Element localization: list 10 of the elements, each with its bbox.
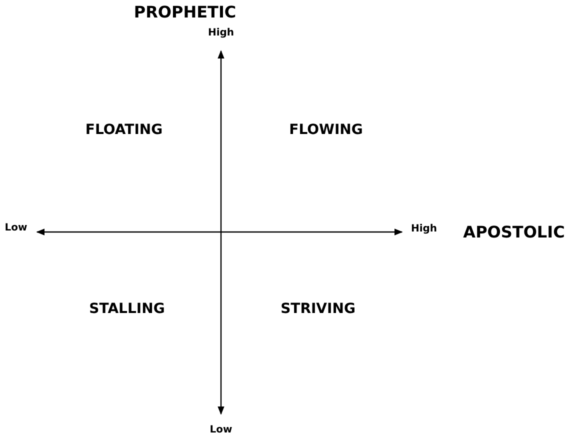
axis-title: PROPHETIC — [134, 2, 236, 22]
quadrant-label: STALLING — [89, 301, 165, 317]
quadrant-label: FLOATING — [85, 122, 163, 138]
quadrant-label: STRIVING — [280, 301, 356, 317]
axis-end-label: Low — [210, 424, 232, 436]
axis-end-label: High — [208, 28, 234, 38]
axis-end-label: Low — [4, 222, 28, 234]
axis-end-label: High — [410, 224, 438, 234]
axis-title: APOSTOLIC — [463, 222, 565, 242]
quadrant-label: FLOWING — [289, 122, 363, 138]
